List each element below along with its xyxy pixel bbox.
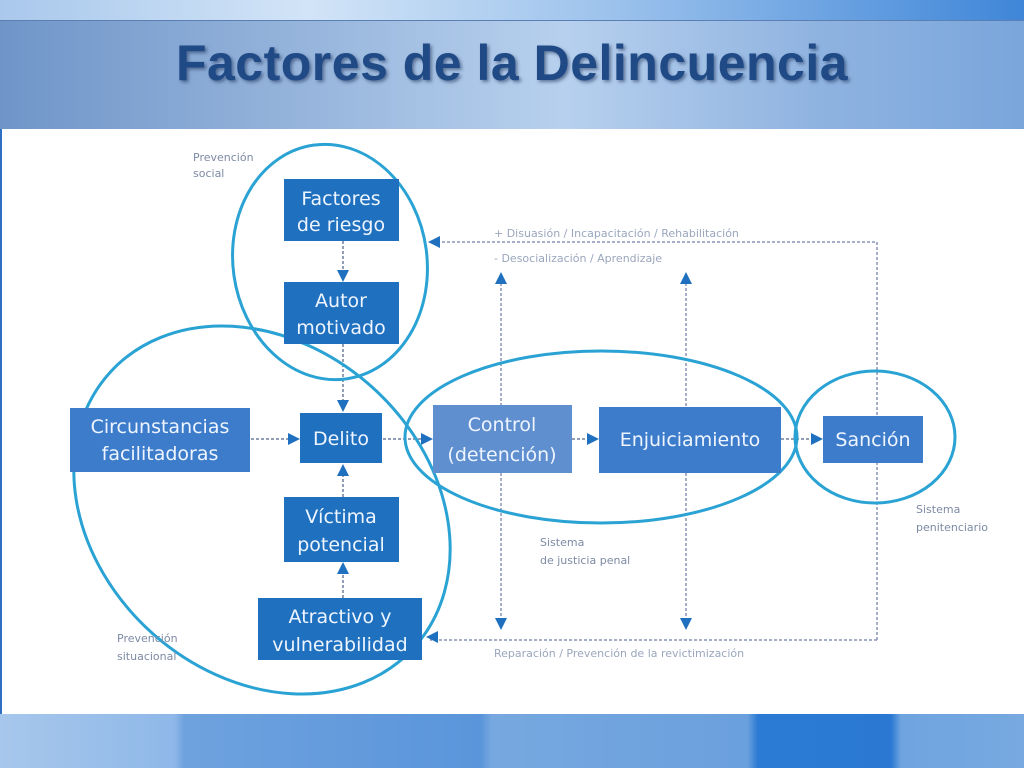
label-justicia-penal: Sistema <box>540 536 584 549</box>
label-penitenciario: penitenciario <box>916 521 988 534</box>
feedback-top-arrow-icon <box>428 236 440 248</box>
footer-band <box>0 714 1024 768</box>
feedback-top-label-2: - Desocialización / Aprendizaje <box>494 252 662 265</box>
ring-prevencion-situacional <box>72 324 452 696</box>
arrow-right-icon <box>811 433 823 445</box>
slide-title: Factores de la Delincuencia <box>175 35 849 91</box>
node-autor-motivado: Autor motivado <box>284 282 399 344</box>
feedback-loop-bottom <box>426 631 877 643</box>
node-label: de riesgo <box>297 214 385 236</box>
ring-penitenciario <box>793 369 957 505</box>
node-atractivo: Atractivo y vulnerabilidad <box>258 598 422 660</box>
top-band <box>0 0 1024 20</box>
node-label: motivado <box>296 317 385 339</box>
arrow-up-icon <box>337 464 349 476</box>
node-label: potencial <box>297 534 385 556</box>
arrow-down-icon <box>337 270 349 282</box>
feedback-top-line <box>430 241 878 640</box>
node-label: facilitadoras <box>102 443 219 465</box>
arrow-up-icon <box>495 272 507 284</box>
label-penitenciario: Sistema <box>916 503 960 516</box>
node-factores-riesgo: Factores de riesgo <box>284 179 399 241</box>
arrow-right-icon <box>421 433 433 445</box>
arrow-up-icon <box>680 272 692 284</box>
node-victima: Víctima potencial <box>284 497 399 562</box>
node-label: Factores <box>301 188 380 210</box>
node-label: Control <box>468 414 537 436</box>
node-circunstancias: Circunstancias facilitadoras <box>70 408 250 472</box>
feedback-loop-top <box>428 236 878 640</box>
feedback-top-label: + Disuasión / Incapacitación / Rehabilit… <box>494 227 739 240</box>
label-justicia-penal: de justicia penal <box>540 554 630 567</box>
arrow-down-icon <box>337 400 349 412</box>
node-enjuiciamiento: Enjuiciamiento <box>599 407 781 473</box>
node-label: Autor <box>315 290 367 312</box>
node-label: Víctima <box>305 506 377 528</box>
arrow-right-icon <box>587 433 599 445</box>
node-label: vulnerabilidad <box>272 634 407 656</box>
label-prevencion-social: social <box>193 167 224 180</box>
feedback-bottom-label: Reparación / Prevención de la revictimiz… <box>494 647 744 660</box>
arrow-right-icon <box>288 433 300 445</box>
ring-justicia-penal <box>403 349 799 525</box>
node-control: Control (detención) <box>433 405 572 473</box>
node-delito: Delito <box>300 413 382 463</box>
node-label: Enjuiciamiento <box>620 429 761 451</box>
node-label: Delito <box>313 428 369 450</box>
node-sancion: Sanción <box>823 416 923 463</box>
label-prevencion-social: Prevención <box>193 151 254 164</box>
label-prevencion-situacional: situacional <box>117 650 176 663</box>
arrow-down-icon <box>680 618 692 630</box>
node-label: Circunstancias <box>91 416 230 438</box>
ring-prevencion-social <box>231 142 429 382</box>
node-label: (detención) <box>447 444 556 466</box>
arrow-down-icon <box>495 618 507 630</box>
arrow-up-icon <box>337 562 349 574</box>
label-prevencion-situacional: Prevención <box>117 632 178 645</box>
node-label: Atractivo y <box>289 606 392 628</box>
title-banner <box>0 20 1024 129</box>
node-label: Sanción <box>835 429 910 451</box>
feedback-bottom-arrow-icon <box>426 631 438 643</box>
